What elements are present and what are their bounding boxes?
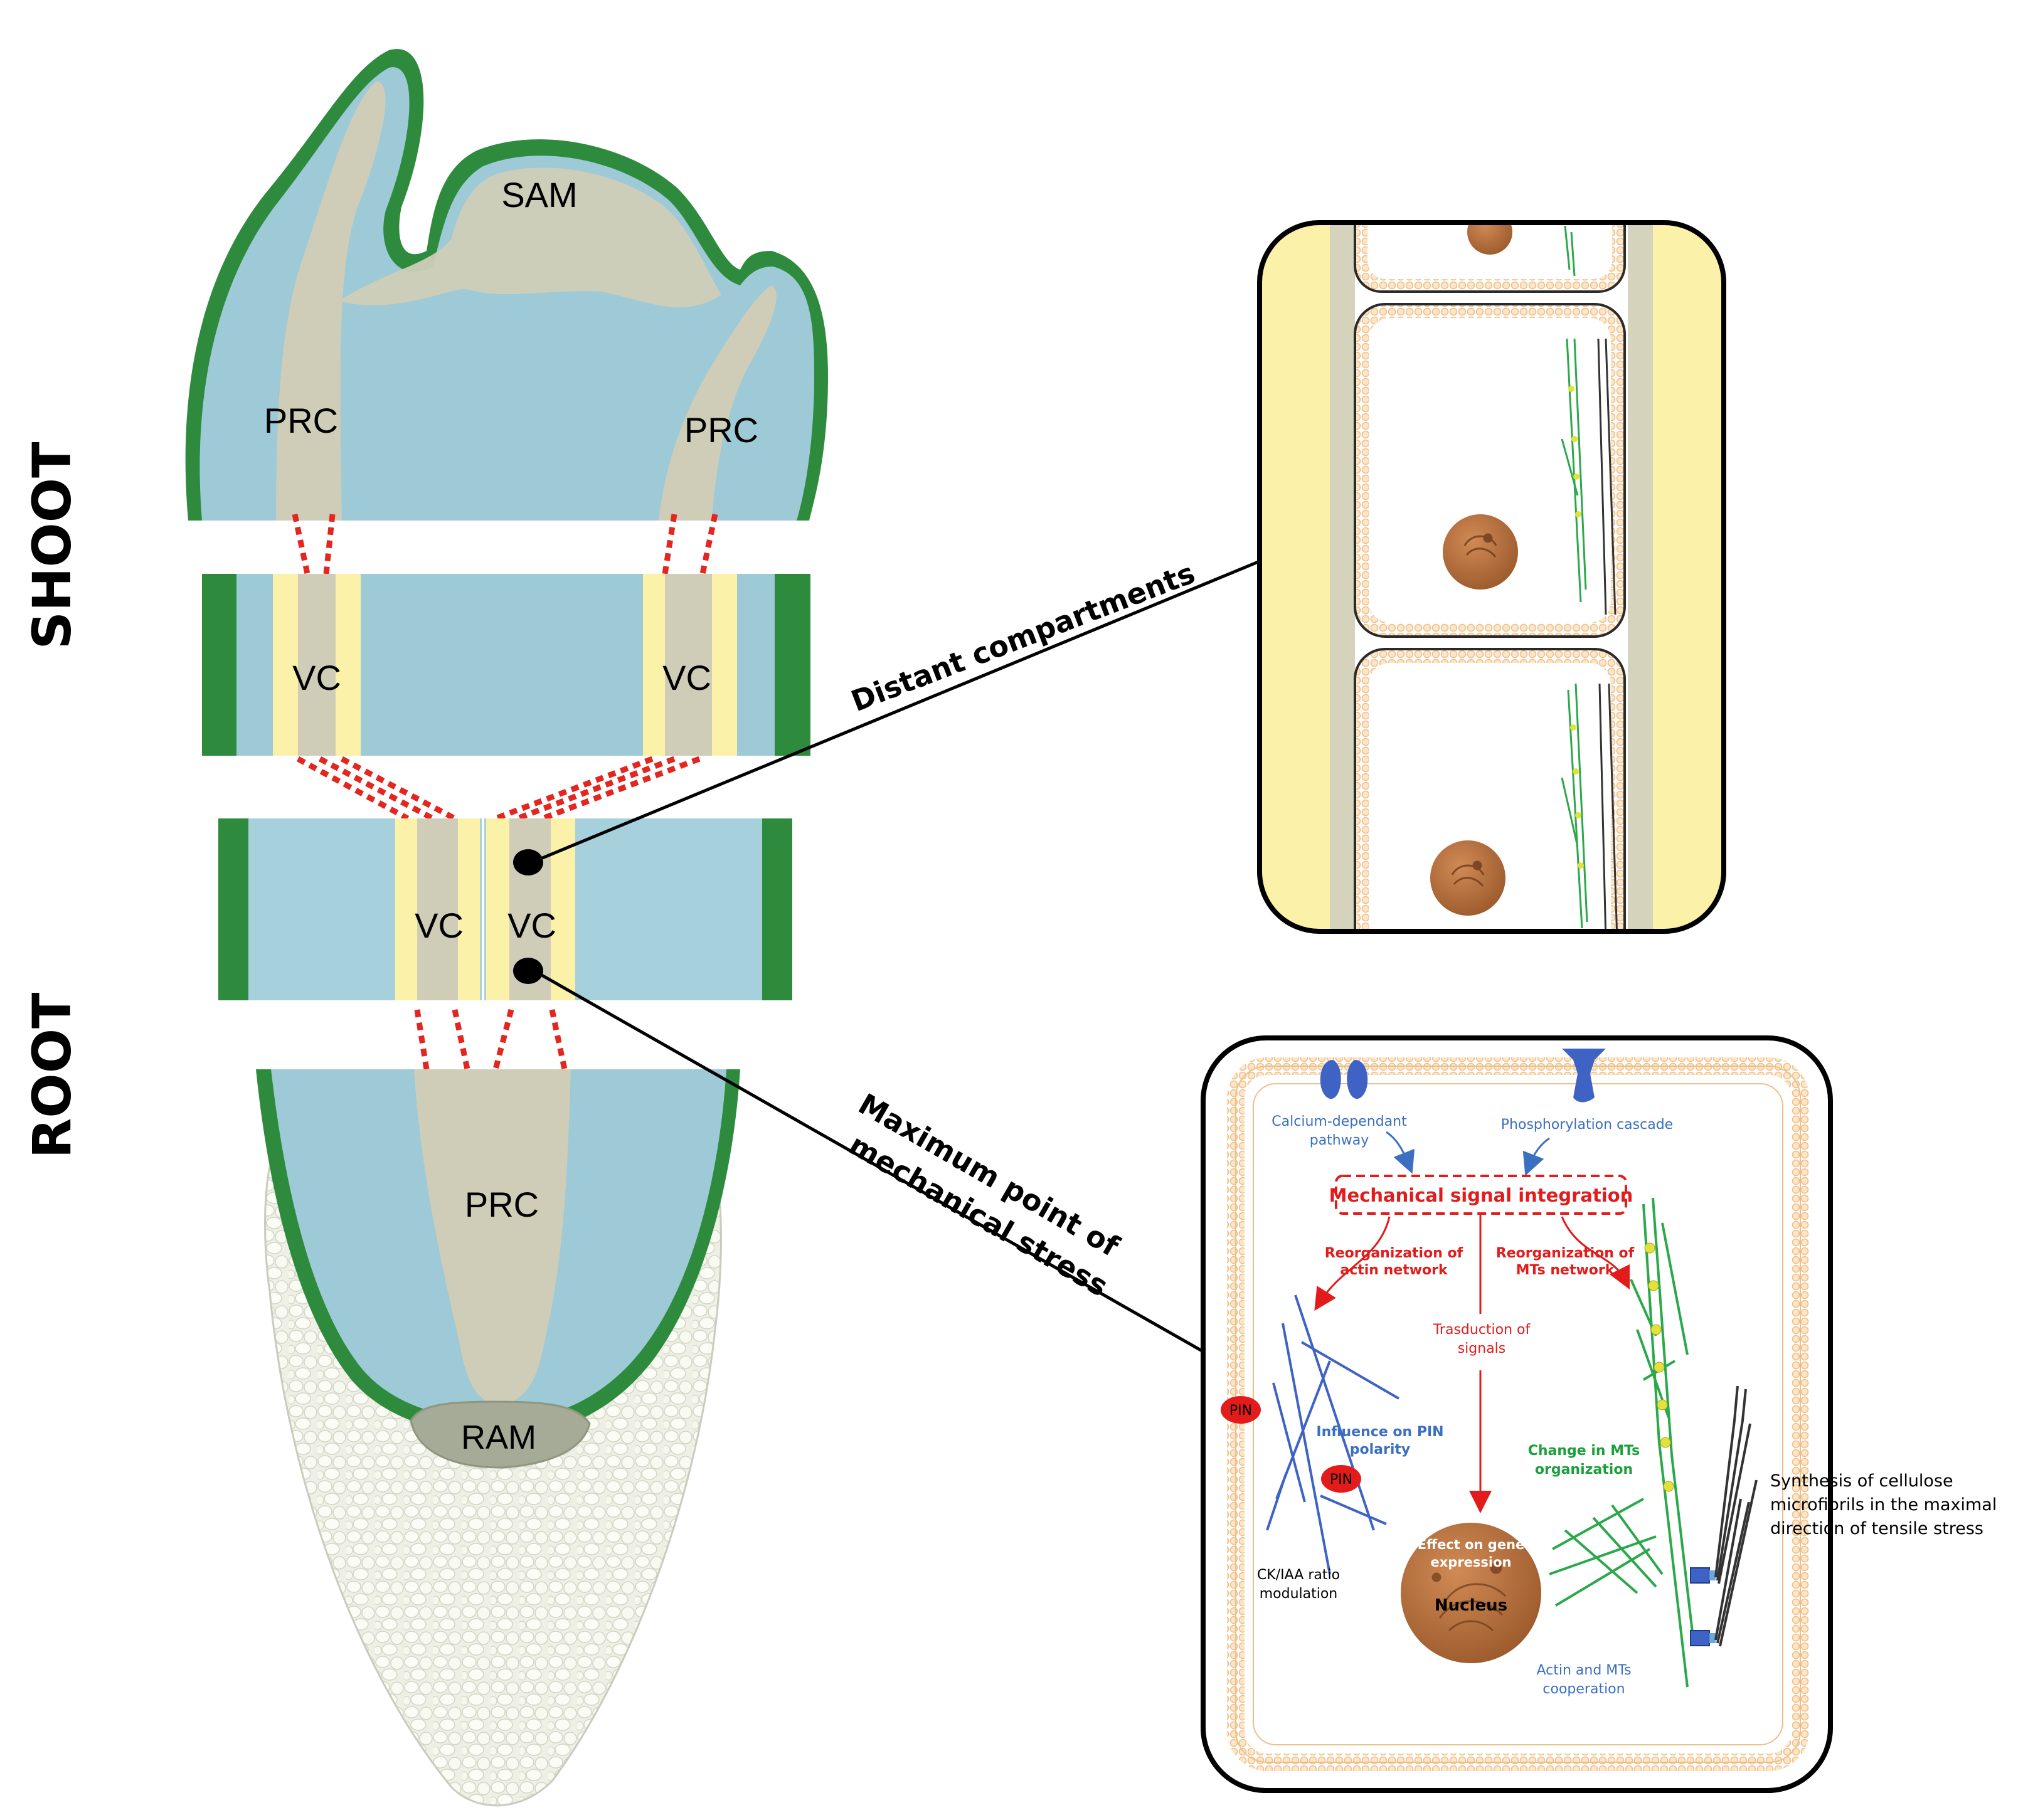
distant-compartment-marker — [513, 849, 543, 876]
dotted-connectors-middle — [296, 756, 701, 822]
reorg-mt-line1: Reorganization of — [1496, 1246, 1635, 1261]
prc-left-strand — [276, 82, 386, 521]
ion-channel-icon — [1320, 1060, 1368, 1099]
sam-region — [339, 167, 721, 307]
reorg-mt-line2: MTs network — [1516, 1262, 1615, 1278]
cellulose-microfibrils — [1714, 1385, 1758, 1647]
transduction-line1: Trasduction of — [1433, 1322, 1531, 1338]
pin-influence-line1: Influence on PIN — [1316, 1424, 1443, 1440]
cellulose-line2: microfibrils in the maximal — [1770, 1495, 1997, 1515]
cellulose-line3: direction of tensile stress — [1770, 1519, 1983, 1538]
calcium-pathway-line2: pathway — [1310, 1133, 1369, 1148]
nucleus-icon — [1401, 1523, 1541, 1663]
cellulose-line1: Synthesis of cellulose — [1770, 1471, 1953, 1491]
distant-compartments-label: Distant compartments — [847, 556, 1200, 718]
phosphorylation-label: Phosphorylation cascade — [1501, 1117, 1673, 1133]
prc-right-label: PRC — [684, 410, 758, 450]
pin-influence-line2: polarity — [1350, 1442, 1411, 1458]
receptor-icon — [1562, 1049, 1606, 1103]
vc-shoot-left-label: VC — [292, 658, 341, 697]
pin-label: PIN — [1330, 1472, 1352, 1488]
dotted-connectors-root — [414, 1008, 568, 1071]
vc-shoot-right-label: VC — [662, 658, 711, 697]
root-band — [218, 818, 792, 1000]
mt-associated-dots — [1644, 1242, 1674, 1492]
prc-root-label: PRC — [465, 1185, 539, 1224]
reorg-actin-line2: actin network — [1340, 1262, 1448, 1278]
callout-line-distant — [536, 559, 1260, 862]
callout-line-max-stress — [535, 970, 1204, 1353]
root-tip — [256, 1069, 740, 1807]
pin-protein-icon — [1221, 1396, 1261, 1424]
sam-label: SAM — [501, 175, 577, 214]
gene-expression-line1: Effect on gene — [1418, 1537, 1525, 1552]
mt-change-line2: organization — [1535, 1462, 1633, 1478]
signal-integration-label: Mechanical signal integration — [1329, 1185, 1633, 1206]
mt-change-line1: Change in MTs — [1528, 1443, 1640, 1459]
transduction-line2: signals — [1458, 1341, 1506, 1357]
cellulose-synthase-icon — [1690, 1567, 1716, 1646]
vc-root-left-label: VC — [415, 906, 464, 945]
microtubules — [1549, 1197, 1695, 1688]
microtubule-bundles — [1561, 225, 1588, 929]
vc-root-right-label: VC — [507, 906, 556, 945]
calcium-pathway-line1: Calcium-dependant — [1271, 1114, 1407, 1130]
nucleus-label: Nucleus — [1435, 1596, 1507, 1615]
shoot-apex — [185, 49, 829, 521]
reorg-actin-line1: Reorganization of — [1325, 1246, 1463, 1261]
prc-root-strand — [414, 1069, 571, 1405]
nucleus-icon — [1443, 514, 1518, 590]
root-label: ROOT — [21, 993, 83, 1159]
ram-region — [410, 1400, 591, 1469]
dotted-connectors-shoot — [292, 514, 718, 574]
prc-left-label: PRC — [264, 401, 338, 440]
cell-signalling-panel: Calcium-dependant pathway Phosphorylatio… — [1201, 1035, 1833, 1793]
ck-iaa-line2: modulation — [1260, 1586, 1338, 1602]
shoot-stem-band — [202, 574, 810, 756]
max-stress-marker — [513, 958, 543, 984]
actin-filaments — [1266, 1294, 1400, 1575]
cooperation-line1: Actin and MTs — [1536, 1663, 1631, 1678]
cooperation-line2: cooperation — [1542, 1681, 1625, 1697]
pin-protein-icon — [1321, 1465, 1361, 1493]
prc-right-strand — [659, 285, 777, 521]
distant-compartments-panel — [1257, 220, 1726, 934]
gene-expression-line2: expression — [1431, 1555, 1512, 1570]
shoot-label: SHOOT — [21, 442, 83, 650]
ram-label: RAM — [461, 1419, 536, 1456]
ck-iaa-line1: CK/IAA ratio — [1257, 1567, 1340, 1583]
pin-label: PIN — [1229, 1403, 1252, 1419]
